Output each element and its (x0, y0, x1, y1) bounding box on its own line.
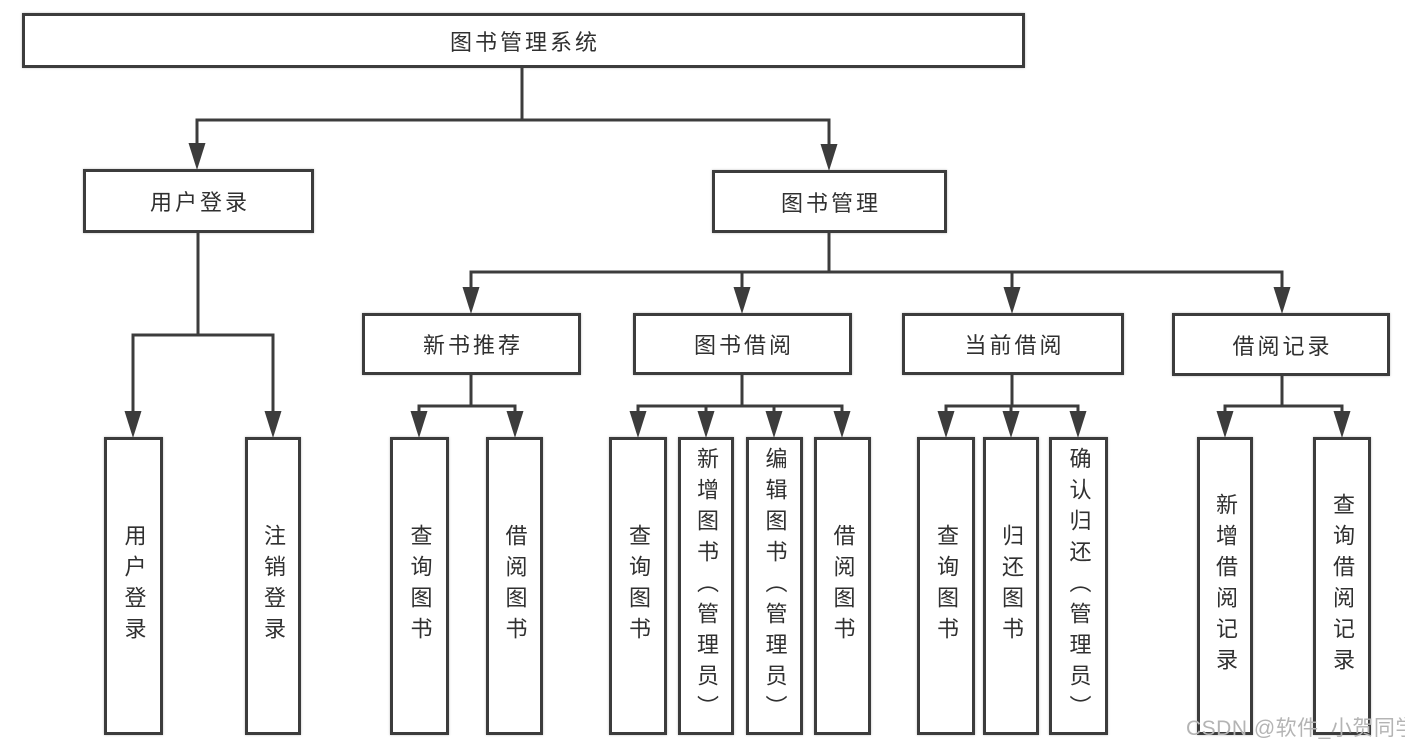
arrowhead-down-icon (1216, 411, 1234, 438)
node-leaf-query-borrow-record: 查询借阅记录 (1313, 437, 1371, 735)
node-label: 用户登录 (149, 190, 250, 215)
node-leaf-query-books-2: 查询图书 (609, 437, 667, 735)
node-user-login: 用户登录 (83, 169, 314, 233)
node-leaf-borrow-books-1: 借阅图书 (486, 437, 543, 735)
arrowhead-down-icon (1273, 287, 1291, 314)
node-leaf-add-books-admin: 新增图书（管理员） (678, 437, 734, 735)
arrowhead-down-icon (1003, 287, 1021, 314)
node-label: 查询图书 (934, 524, 959, 648)
node-leaf-add-borrow-record: 新增借阅记录 (1197, 437, 1253, 735)
watermark-text: CSDN @软件_小贺同学 (1186, 717, 1405, 740)
node-leaf-edit-books-admin: 编辑图书（管理员） (746, 437, 803, 735)
node-leaf-user-login: 用户登录 (104, 437, 163, 735)
node-label: 新增借阅记录 (1213, 493, 1238, 679)
arrowhead-down-icon (1002, 411, 1020, 438)
arrowhead-down-icon (462, 287, 480, 314)
node-label: 查询借阅记录 (1330, 493, 1355, 679)
node-label: 新增图书（管理员） (694, 446, 719, 726)
node-label: 用户登录 (121, 524, 147, 648)
node-label: 新书推荐 (422, 333, 523, 358)
arrowhead-down-icon (697, 411, 715, 438)
node-leaf-query-books-3: 查询图书 (917, 437, 975, 735)
arrowhead-down-icon (733, 287, 751, 314)
arrowhead-down-icon (188, 143, 206, 170)
arrowhead-down-icon (820, 144, 838, 171)
node-label: 注销登录 (261, 524, 286, 648)
node-label: 当前借阅 (964, 333, 1065, 358)
node-library-system: 图书管理系统 (22, 13, 1025, 68)
node-leaf-query-books-1: 查询图书 (390, 437, 449, 735)
arrowhead-down-icon (124, 411, 142, 438)
node-label: 查询图书 (626, 524, 651, 648)
arrowhead-down-icon (937, 411, 955, 438)
node-leaf-return-books: 归还图书 (983, 437, 1039, 735)
arrowhead-down-icon (1069, 411, 1087, 438)
node-label: 查询图书 (407, 524, 433, 648)
arrowhead-down-icon (264, 411, 282, 438)
node-borrow-records: 借阅记录 (1172, 313, 1390, 376)
node-new-book-recommend: 新书推荐 (362, 313, 581, 375)
arrowhead-down-icon (833, 411, 851, 438)
node-book-management: 图书管理 (712, 170, 947, 233)
arrowhead-down-icon (629, 411, 647, 438)
node-label: 编辑图书（管理员） (762, 446, 788, 726)
node-current-borrowing: 当前借阅 (902, 313, 1124, 375)
node-label: 借阅记录 (1232, 333, 1333, 359)
node-label: 借阅图书 (830, 524, 856, 648)
node-label: 图书管理系统 (449, 29, 600, 55)
node-label: 图书管理 (780, 190, 881, 216)
node-leaf-logout: 注销登录 (245, 437, 301, 735)
node-label: 借阅图书 (502, 524, 528, 648)
node-leaf-confirm-return-admin: 确认归还（管理员） (1049, 437, 1108, 735)
node-label: 确认归还（管理员） (1066, 446, 1092, 726)
arrowhead-down-icon (1333, 411, 1351, 438)
arrowhead-down-icon (410, 411, 428, 438)
arrowhead-down-icon (765, 411, 783, 438)
node-book-borrowing: 图书借阅 (633, 313, 852, 375)
node-label: 归还图书 (999, 524, 1024, 648)
node-label: 图书借阅 (693, 333, 794, 358)
arrowhead-down-icon (506, 411, 524, 438)
node-leaf-borrow-books-2: 借阅图书 (814, 437, 871, 735)
